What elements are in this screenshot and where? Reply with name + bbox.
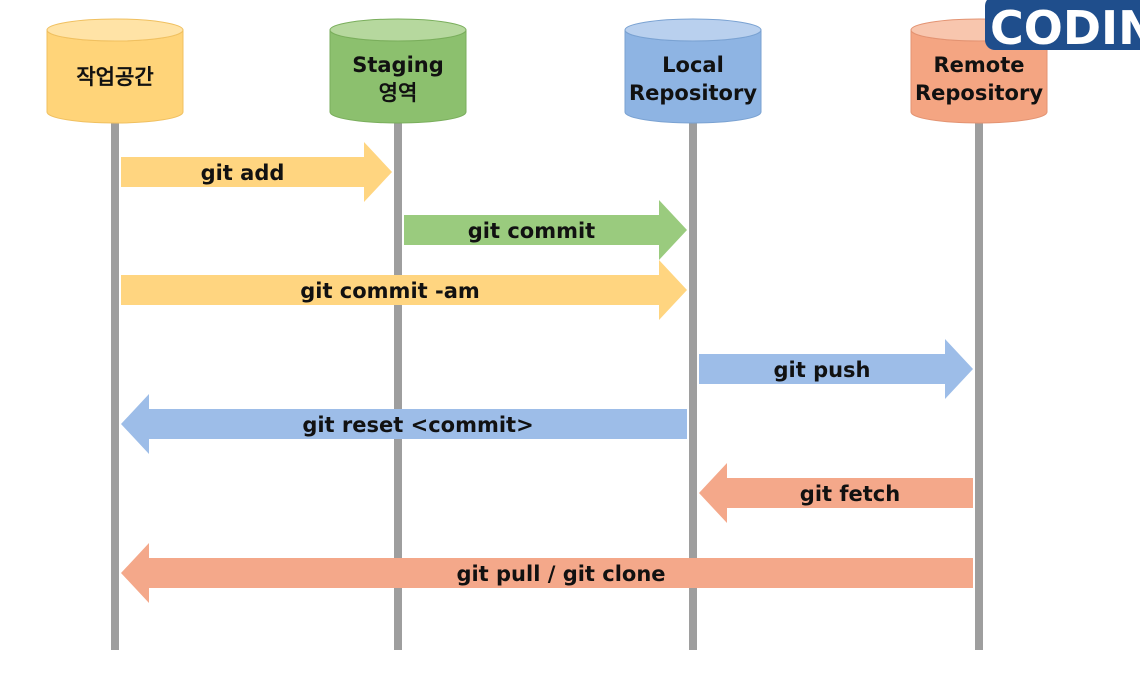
arrow-git-reset: git reset <commit> xyxy=(121,394,687,454)
local-label-line-2: Repository xyxy=(629,81,757,105)
lifeline-staging xyxy=(394,112,402,650)
local-cylinder-top xyxy=(624,18,762,42)
git-pull-clone-label: git pull / git clone xyxy=(456,562,665,586)
git-commit-am-arrow-shape xyxy=(121,260,687,320)
column-header-workspace: 작업공간 xyxy=(46,18,184,124)
arrow-git-add: git add xyxy=(121,142,392,202)
git-commit-am-label: git commit -am xyxy=(300,279,480,303)
workspace-label-line-1: 작업공간 xyxy=(76,65,153,89)
column-header-staging: Staging 영역 xyxy=(329,18,467,124)
lifeline-local xyxy=(689,112,697,650)
git-add-arrow-shape xyxy=(121,142,392,202)
git-fetch-label: git fetch xyxy=(800,482,900,506)
git-pull-clone-arrow-shape xyxy=(121,543,973,603)
arrow-git-push: git push xyxy=(699,339,973,399)
git-commit-arrow-shape xyxy=(404,200,687,260)
git-reset-label: git reset <commit> xyxy=(302,413,533,437)
git-push-label: git push xyxy=(773,358,870,382)
git-add-label: git add xyxy=(201,161,285,185)
workspace-cylinder-top xyxy=(46,18,184,42)
git-push-arrow-shape xyxy=(699,339,973,399)
git-fetch-arrow-shape xyxy=(699,463,973,523)
lifeline-workspace xyxy=(111,112,119,650)
arrow-git-commit-am: git commit -am xyxy=(121,260,687,320)
remote-label-line-1: Remote xyxy=(933,53,1024,77)
local-label-line-1: Local xyxy=(662,53,724,77)
staging-label-line-1: Staging xyxy=(352,53,444,77)
staging-cylinder-top xyxy=(329,18,467,42)
arrow-git-pull-clone: git pull / git clone xyxy=(121,543,973,603)
arrow-git-fetch: git fetch xyxy=(699,463,973,523)
lifeline-remote xyxy=(975,112,983,650)
lifelines xyxy=(111,112,983,650)
git-commit-label: git commit xyxy=(468,219,595,243)
remote-label-line-2: Repository xyxy=(915,81,1043,105)
codin-logo: CODIN xyxy=(985,0,1140,55)
arrow-git-commit: git commit xyxy=(404,200,687,260)
arrows: git add git commit git commit -am git push g… xyxy=(121,142,973,603)
logo-text: CODIN xyxy=(990,1,1140,55)
git-reset-arrow-shape xyxy=(121,394,687,454)
staging-label-line-2: 영역 xyxy=(379,81,418,105)
logo-badge xyxy=(985,0,1140,50)
